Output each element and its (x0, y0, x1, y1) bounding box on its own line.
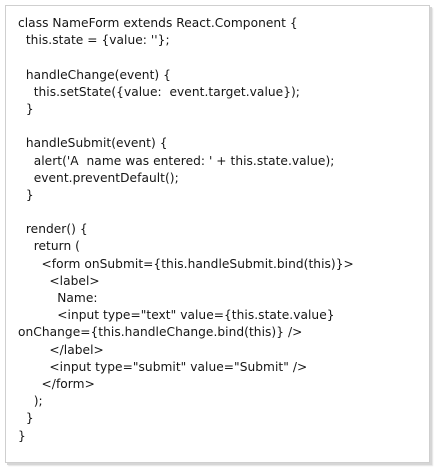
code-line: onChange={this.handleChange.bind(this)} … (18, 325, 303, 340)
code-line: <label> (18, 273, 100, 288)
code-line: event.preventDefault(); (18, 170, 179, 185)
code-line (18, 204, 354, 221)
code-line: class NameForm extends React.Component { (18, 16, 298, 30)
code-line: <input type="text" value={this.state.val… (18, 308, 335, 323)
code-line: alert('A name was entered: ' + this.stat… (18, 153, 335, 168)
code-block: class NameForm extends React.Component {… (18, 15, 354, 445)
code-line: <form onSubmit={this.handleSubmit.bind(t… (18, 256, 354, 271)
code-line: </label> (18, 342, 104, 357)
code-line: render() { (18, 222, 88, 237)
code-frame: class NameForm extends React.Component {… (5, 5, 430, 463)
code-line: handleSubmit(event) { (18, 136, 168, 151)
code-line: return ( (18, 239, 80, 254)
code-line: } (18, 411, 34, 426)
code-line: this.setState({value: event.target.value… (18, 84, 300, 99)
code-line: Name: (18, 291, 98, 305)
code-line: handleChange(event) { (18, 67, 171, 82)
code-line: ); (18, 394, 43, 409)
code-line: this.state = {value: ''}; (18, 33, 170, 48)
code-line: } (18, 428, 26, 443)
code-line: <input type="submit" value="Submit" /> (18, 359, 308, 374)
code-line (18, 49, 354, 66)
code-line: </form> (18, 376, 95, 391)
code-line: } (18, 101, 34, 116)
code-line: } (18, 187, 34, 202)
code-line (18, 118, 354, 135)
